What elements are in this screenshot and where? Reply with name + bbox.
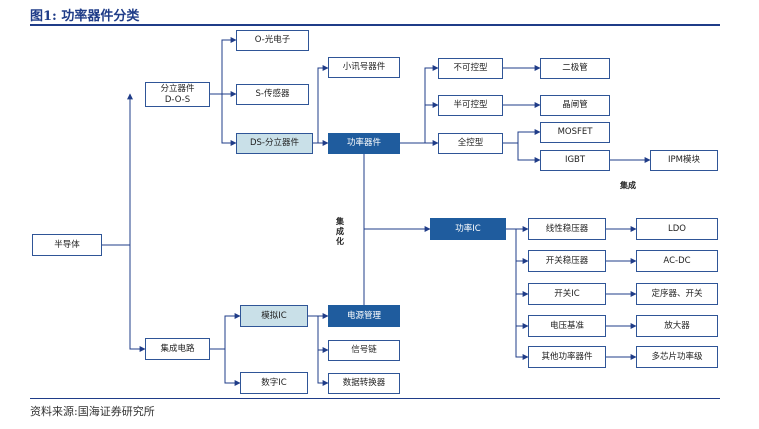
edge-semi-ic <box>129 245 146 352</box>
node-switching-regulator: 开关稳压器 <box>528 250 606 272</box>
node-integrated-circuit: 集成电路 <box>145 338 210 360</box>
node-signal-chain: 信号链 <box>328 340 400 361</box>
edge-discrete-o <box>210 37 237 95</box>
edge-ds-small <box>317 65 329 143</box>
node-discrete-line1: 分立器件 <box>160 83 195 94</box>
node-power-ic: 功率IC <box>430 218 506 240</box>
node-sequencer-switch: 定序器、开关 <box>636 283 718 305</box>
node-amplifier: 放大器 <box>636 315 718 337</box>
node-linear-regulator: 线性稳压器 <box>528 218 606 240</box>
top-divider <box>30 24 720 26</box>
node-voltage-reference: 电压基准 <box>528 315 606 337</box>
edge-ic-analog <box>224 313 241 349</box>
edge-powerIC-other <box>515 326 529 360</box>
node-mosfet: MOSFET <box>540 122 610 143</box>
node-switch-ic: 开关IC <box>528 283 606 305</box>
edge-analog-signal <box>317 316 329 353</box>
edge-powerIC-switchreg <box>515 229 529 264</box>
node-power-device: 功率器件 <box>328 133 400 154</box>
bottom-divider <box>30 398 720 399</box>
edge-ic-digital <box>224 349 241 386</box>
edge-powerIC-vref <box>515 294 529 329</box>
figure-title: 图1: 功率器件分类 <box>30 9 140 24</box>
node-ds-discrete: DS-分立器件 <box>236 133 313 154</box>
node-power-management: 电源管理 <box>328 305 400 327</box>
node-diode: 二极管 <box>540 58 610 79</box>
node-uncontrollable: 不可控型 <box>438 58 503 79</box>
edge-semi-discrete <box>102 93 133 246</box>
edge-analog-converter <box>317 350 329 386</box>
edge-full-mosfet <box>503 129 541 144</box>
node-igbt: IGBT <box>540 150 610 171</box>
node-ipm: IPM模块 <box>650 150 718 171</box>
node-other-power: 其他功率器件 <box>528 346 606 368</box>
edge-powerIC-switchic <box>515 261 529 297</box>
node-o-optoelectronics: O-光电子 <box>236 30 309 51</box>
node-multichip-power: 多芯片功率级 <box>636 346 718 368</box>
node-ac-dc: AC-DC <box>636 250 718 272</box>
edge-full-igbt <box>517 143 541 163</box>
edge-discrete-ds <box>221 94 237 146</box>
label-integration-right: 集成 <box>620 181 636 190</box>
node-ldo: LDO <box>636 218 718 240</box>
node-data-converter: 数据转换器 <box>328 373 400 394</box>
node-s-sensor: S-传感器 <box>236 84 309 105</box>
label-integration-vertical: 集 成 化 <box>336 217 344 246</box>
node-fully-controllable: 全控型 <box>438 133 503 154</box>
node-discrete-line2: D-O-S <box>164 94 191 105</box>
node-half-controllable: 半可控型 <box>438 95 503 116</box>
node-semiconductor: 半导体 <box>32 234 102 256</box>
source-note: 资料来源:国海证券研究所 <box>30 405 155 418</box>
node-analog-ic: 模拟IC <box>240 305 308 327</box>
node-thyristor: 晶闸管 <box>540 95 610 116</box>
node-discrete: 分立器件 D-O-S <box>145 82 210 107</box>
node-digital-ic: 数字IC <box>240 372 308 394</box>
node-small-signal: 小讯号器件 <box>328 57 400 78</box>
